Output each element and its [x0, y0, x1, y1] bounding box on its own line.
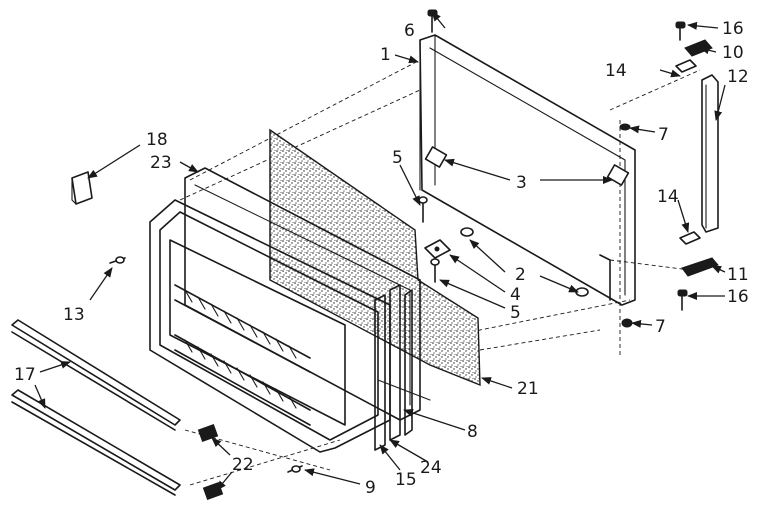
callout-4: 4: [510, 285, 521, 305]
callout-labels: 1 2 3 4 5 5 6 7 7 8 9 10 11 12 13 14 14 …: [14, 19, 749, 498]
insulation-liner-part-21: [269, 128, 481, 387]
alignment-lines: [179, 59, 701, 486]
shelf-rail-lower: [174, 334, 311, 426]
hinge-bracket-part-11: [679, 231, 719, 277]
hinge-cover-part-12: [701, 74, 719, 233]
shelf-rail-upper: [174, 284, 311, 373]
shelf-end-cap-part-18: [71, 171, 93, 205]
screw-5-bottom-icon: [430, 258, 440, 283]
callout-17: 17: [14, 365, 36, 385]
screw-7-top-icon: [619, 123, 631, 131]
callout-16-lower: 16: [727, 287, 749, 307]
callout-1: 1: [380, 45, 391, 65]
callout-11: 11: [727, 265, 749, 285]
callout-7-lower: 7: [655, 317, 666, 337]
callout-3: 3: [516, 173, 527, 193]
callout-21: 21: [517, 379, 539, 399]
screw-16-bottom-icon: [677, 289, 688, 311]
hinge-plate-4-icon: [424, 239, 451, 259]
rail-end-caps-part-22: [197, 423, 224, 501]
callout-6: 6: [404, 21, 415, 41]
callout-10: 10: [722, 43, 744, 63]
callout-24: 24: [420, 458, 442, 478]
door-frame-part-1: [419, 34, 636, 306]
washer-2-icons: [460, 227, 589, 297]
screw-7-bottom-icon: [621, 318, 633, 328]
shelf-rails-part-17: [11, 319, 181, 496]
screw-9-icon: [287, 465, 303, 473]
callout-12: 12: [727, 67, 749, 87]
screw-16-top-icon: [675, 21, 686, 41]
callout-14-lower: 14: [657, 187, 679, 207]
callout-7-upper: 7: [658, 125, 669, 145]
callout-9: 9: [365, 478, 376, 498]
callout-16-upper: 16: [722, 19, 744, 39]
callout-5-lower: 5: [510, 303, 521, 323]
door-liner-panel: [149, 199, 391, 453]
callout-8: 8: [467, 422, 478, 442]
callout-2: 2: [515, 265, 526, 285]
callout-13: 13: [63, 305, 85, 325]
callout-18: 18: [146, 130, 168, 150]
callout-15: 15: [395, 470, 417, 490]
hinge-bracket-part-10: [675, 39, 713, 73]
leader-lines: [34, 11, 726, 491]
callout-5-upper: 5: [392, 148, 403, 168]
screw-5-top-icon: [418, 196, 428, 223]
callout-22: 22: [232, 455, 254, 475]
callout-23: 23: [150, 153, 172, 173]
callout-14-upper: 14: [605, 61, 627, 81]
screw-13-icon: [109, 256, 126, 264]
